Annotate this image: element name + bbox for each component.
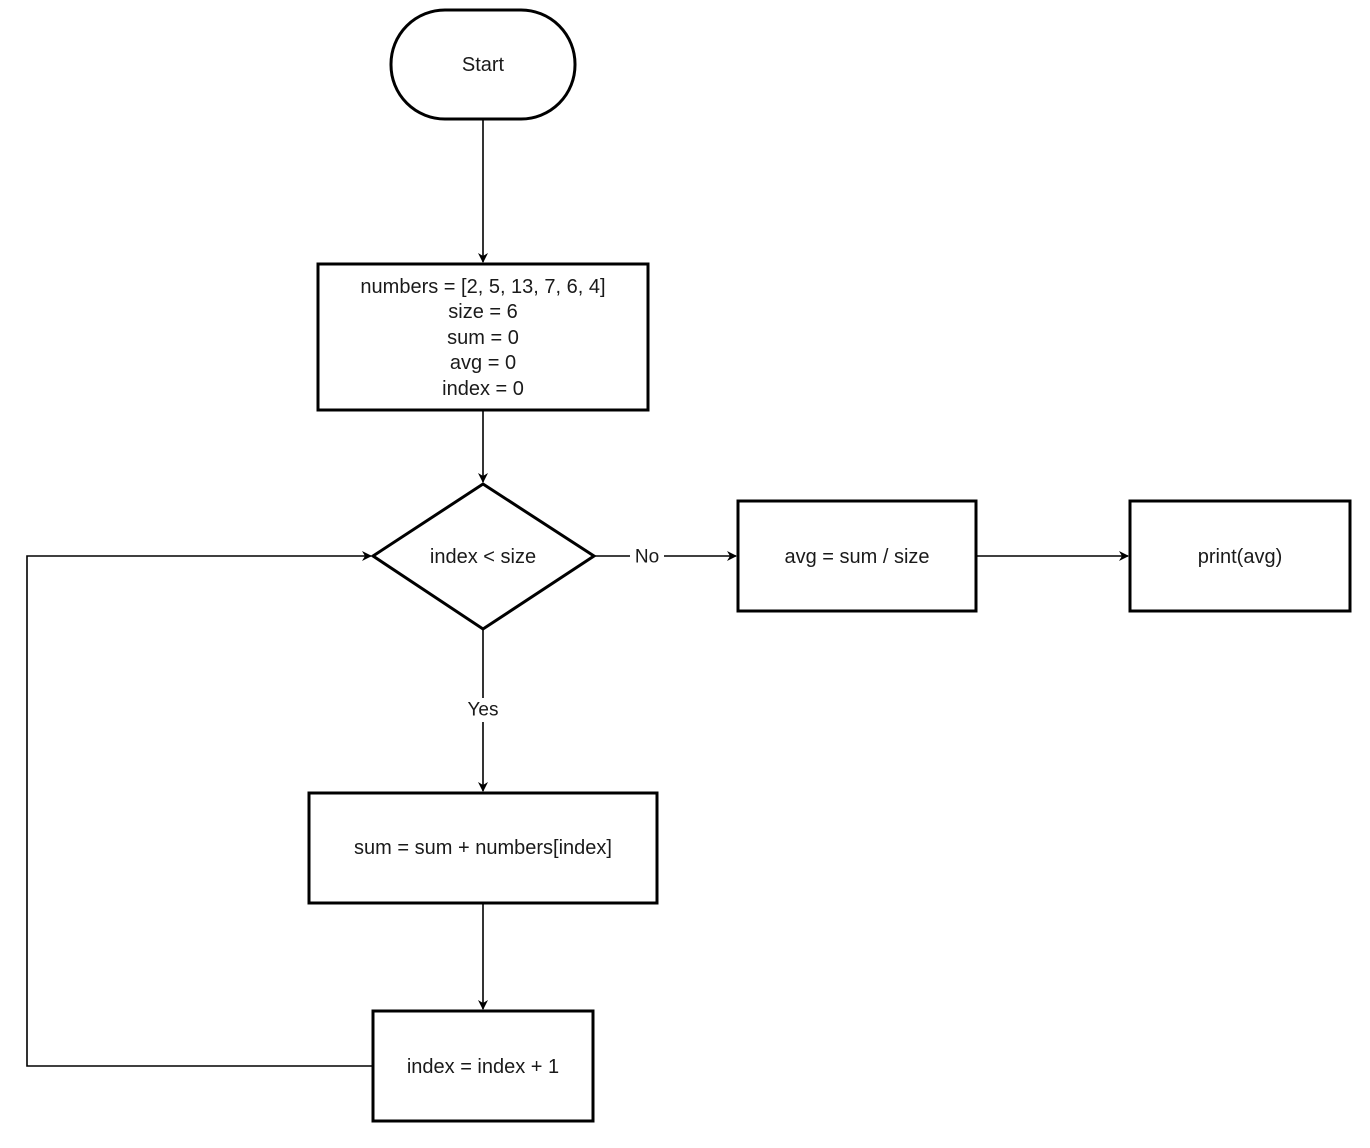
- increment-node-label: index = index + 1: [407, 1056, 559, 1078]
- accumulate-node-label: sum = sum + numbers[index]: [354, 837, 612, 859]
- increment-node: index = index + 1: [371, 1009, 595, 1123]
- decision-node-label: index < size: [430, 546, 536, 568]
- edge-label-no: No: [630, 544, 664, 568]
- init-line-index: index = 0: [442, 378, 524, 400]
- edge-label-no-text: No: [635, 547, 659, 568]
- compute-avg-node-label: avg = sum / size: [784, 546, 929, 568]
- init-line-numbers: numbers = [2, 5, 13, 7, 6, 4]: [360, 276, 605, 298]
- start-node: Start: [389, 8, 577, 121]
- edge-increment-loop-back: [26, 551, 372, 1067]
- print-node-label: print(avg): [1198, 546, 1282, 568]
- init-node: numbers = [2, 5, 13, 7, 6, 4] size = 6 s…: [316, 262, 650, 412]
- edge-label-yes-text: Yes: [468, 700, 499, 721]
- init-line-avg: avg = 0: [450, 352, 516, 374]
- init-line-sum: sum = 0: [447, 327, 519, 349]
- print-node: print(avg): [1128, 499, 1352, 613]
- compute-avg-node: avg = sum / size: [736, 499, 978, 613]
- accumulate-node: sum = sum + numbers[index]: [307, 791, 659, 905]
- start-node-label: Start: [462, 54, 505, 76]
- edge-label-yes: Yes: [462, 698, 504, 722]
- decision-node: index < size: [370, 482, 597, 631]
- init-line-size: size = 6: [448, 301, 517, 323]
